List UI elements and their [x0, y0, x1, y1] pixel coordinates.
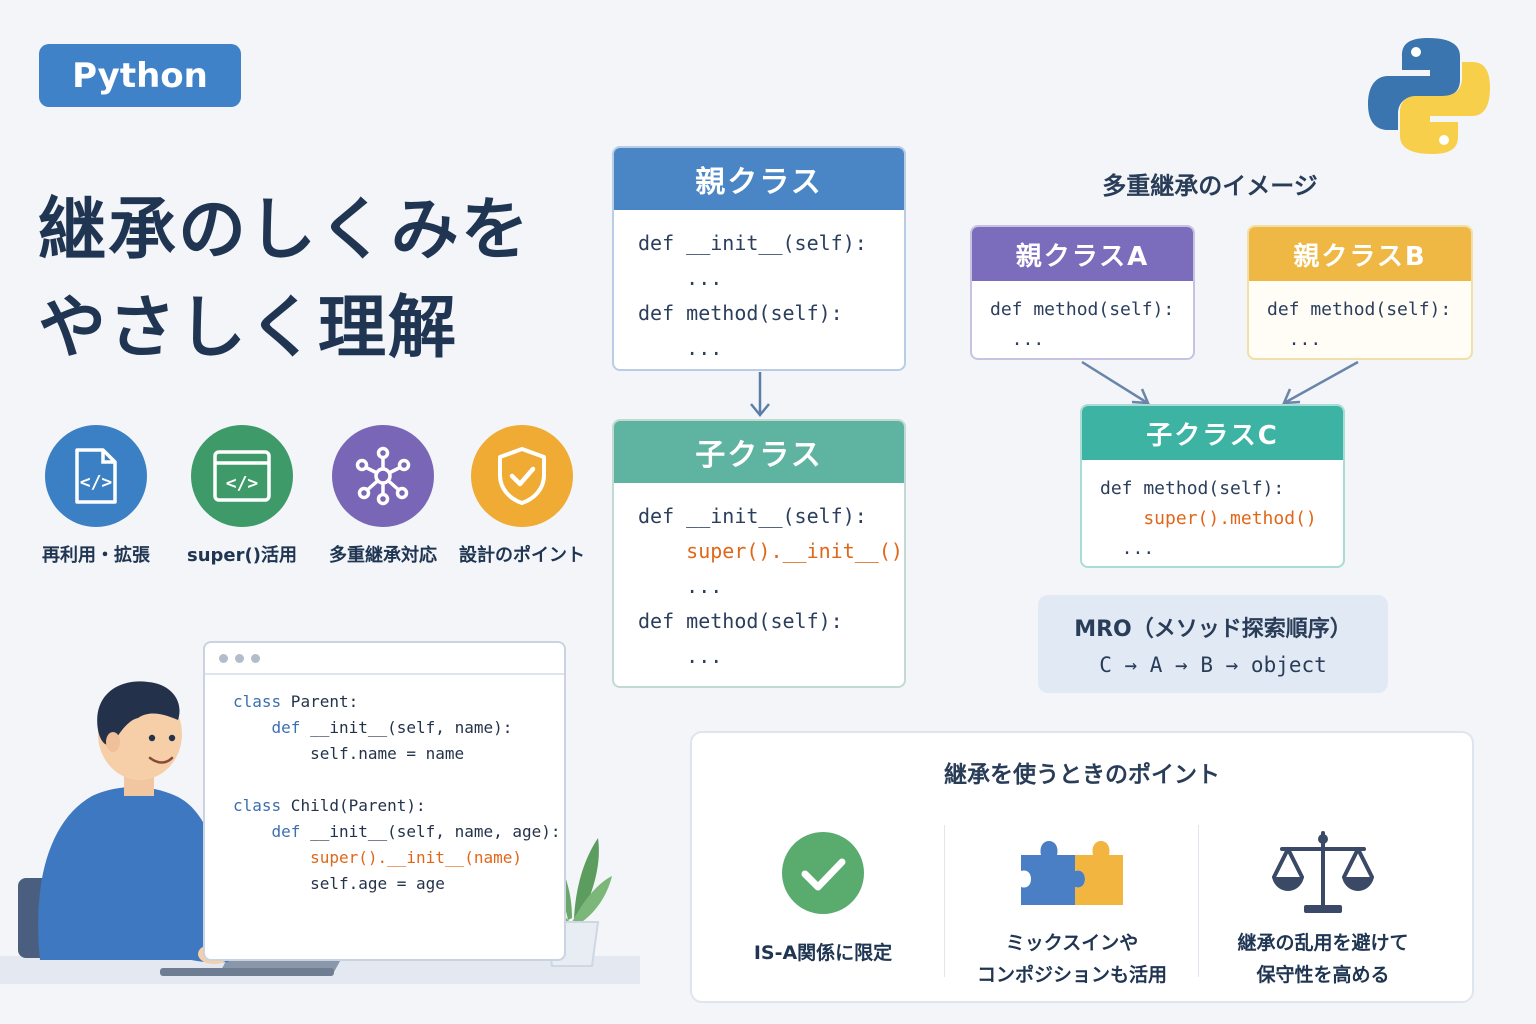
page-title: 継承のしくみを やさしく理解 — [38, 182, 598, 378]
code-line: super().method() — [1100, 508, 1317, 529]
code-line: def method(self): — [1267, 299, 1452, 320]
code-line: super().__init__(name) — [233, 845, 564, 871]
point-text: ミックスインや コンポジションも活用 — [947, 927, 1197, 991]
title-line-2: やさしく理解 — [38, 289, 459, 368]
code-line: self.age = age — [233, 871, 564, 897]
divider — [1198, 825, 1199, 977]
code-keyword: def — [233, 822, 301, 841]
code-line: class Child(Parent): — [233, 793, 564, 819]
code-text: Child(Parent): — [281, 796, 426, 815]
inheritance-arrow — [750, 372, 770, 417]
point-text-line: 保守性を高める — [1256, 964, 1390, 986]
puzzle-icon — [947, 823, 1197, 923]
code-line: def __init__(self, name): — [233, 715, 564, 741]
code-editor-window: class Parent: def __init__(self, name): … — [203, 641, 566, 961]
code-text: self.name = name — [233, 744, 465, 763]
code-keyword: class — [233, 796, 282, 815]
feature-multiple: 多重継承対応 — [308, 425, 458, 567]
point-text-line: コンポジションも活用 — [976, 964, 1167, 986]
points-title: 継承を使うときのポイント — [944, 762, 1220, 788]
svg-text:</>: </> — [80, 472, 113, 493]
code-line: def __init__(self, name, age): — [233, 819, 564, 845]
code-text: Parent: — [281, 692, 359, 711]
code-line: ... — [638, 336, 723, 360]
point-item: IS-A関係に限定 — [698, 823, 948, 969]
code-keyword: def — [233, 718, 301, 737]
person-avatar — [18, 681, 236, 960]
code-text: super().__init__(name) — [233, 848, 522, 867]
scale-icon — [1198, 823, 1448, 923]
python-badge: Python — [39, 44, 241, 107]
code-line: ... — [638, 574, 723, 598]
feature-super: </> super()活用 — [167, 425, 317, 567]
code-text: self.age = age — [233, 874, 445, 893]
parent-class-box: 親クラス def __init__(self): ... def method(… — [612, 146, 906, 371]
point-text-line: ミックスインや — [1005, 932, 1139, 954]
feature-label: 設計のポイント — [459, 545, 585, 566]
code-line: ... — [990, 329, 1045, 350]
code-line: class Parent: — [233, 689, 564, 715]
child-c-title: 子クラスC — [1082, 406, 1343, 460]
child-class-code: def __init__(self): super().__init__() .… — [614, 483, 904, 674]
check-icon — [698, 823, 948, 923]
shield-check-icon — [471, 425, 573, 527]
code-line — [233, 767, 564, 793]
point-item: ミックスインや コンポジションも活用 — [947, 823, 1197, 991]
network-icon — [332, 425, 434, 527]
window-dot — [251, 653, 260, 663]
window-titlebar — [205, 643, 564, 675]
code-window-icon: </> — [191, 425, 293, 527]
python-logo-icon — [1368, 38, 1490, 154]
window-dot — [235, 653, 244, 663]
code-keyword: class — [233, 692, 282, 711]
window-dot — [219, 653, 228, 663]
point-item: 継承の乱用を避けて 保守性を高める — [1198, 823, 1448, 991]
code-line: def method(self): — [1100, 478, 1285, 499]
mro-order: C → A → B → object — [1099, 653, 1327, 677]
code-listing: class Parent: def __init__(self, name): … — [205, 675, 564, 897]
code-line: super().__init__() — [638, 539, 903, 563]
point-text: IS-A関係に限定 — [753, 942, 893, 964]
code-line: def method(self): — [638, 301, 843, 325]
feature-label: 再利用・拡張 — [42, 545, 150, 566]
child-class-title: 子クラス — [614, 421, 904, 483]
code-text: __init__(self, name): — [300, 718, 513, 737]
mro-title: MRO（メソッド探索順序） — [1074, 617, 1352, 642]
child-c-code: def method(self): super().method() ... — [1082, 460, 1343, 564]
divider — [944, 825, 945, 977]
parent-class-code: def __init__(self): ... def method(self)… — [614, 210, 904, 366]
code-line: def method(self): — [990, 299, 1175, 320]
feature-reuse: </> 再利用・拡張 — [21, 425, 171, 567]
parent-a-title: 親クラスA — [972, 227, 1193, 281]
child-c-box: 子クラスC def method(self): super().method()… — [1080, 404, 1345, 568]
code-line: ... — [638, 644, 723, 668]
parent-b-title: 親クラスB — [1249, 227, 1471, 281]
parent-b-box: 親クラスB def method(self): ... — [1247, 225, 1473, 360]
multiple-inheritance-arrows — [1081, 360, 1359, 405]
child-class-box: 子クラス def __init__(self): super().__init_… — [612, 419, 906, 688]
code-line: ... — [1100, 538, 1155, 559]
parent-b-code: def method(self): ... — [1249, 281, 1471, 355]
points-panel: 継承を使うときのポイント IS-A関係に限定 ミックスインや コンポジションも活… — [690, 731, 1474, 1003]
point-text: 継承の乱用を避けて 保守性を高める — [1198, 927, 1448, 991]
code-line: def __init__(self): — [638, 231, 867, 255]
code-line: def method(self): — [638, 609, 843, 633]
svg-text:</>: </> — [226, 473, 259, 494]
multiple-inheritance-title: 多重継承のイメージ — [1102, 172, 1318, 200]
feature-label: 多重継承対応 — [329, 545, 437, 566]
code-line: def __init__(self): — [638, 504, 867, 528]
feature-design: 設計のポイント — [447, 425, 597, 567]
code-line: ... — [638, 266, 723, 290]
parent-a-box: 親クラスA def method(self): ... — [970, 225, 1195, 360]
feature-label: super()活用 — [187, 545, 297, 566]
title-line-1: 継承のしくみを — [38, 191, 531, 270]
code-line: self.name = name — [233, 741, 564, 767]
code-line: ... — [1267, 329, 1322, 350]
mro-box: MRO（メソッド探索順序） C → A → B → object — [1038, 595, 1388, 693]
parent-class-title: 親クラス — [614, 148, 904, 210]
code-text: __init__(self, name, age): — [300, 822, 561, 841]
code-file-icon: </> — [45, 425, 147, 527]
point-text-line: 継承の乱用を避けて — [1237, 932, 1409, 954]
parent-a-code: def method(self): ... — [972, 281, 1193, 355]
